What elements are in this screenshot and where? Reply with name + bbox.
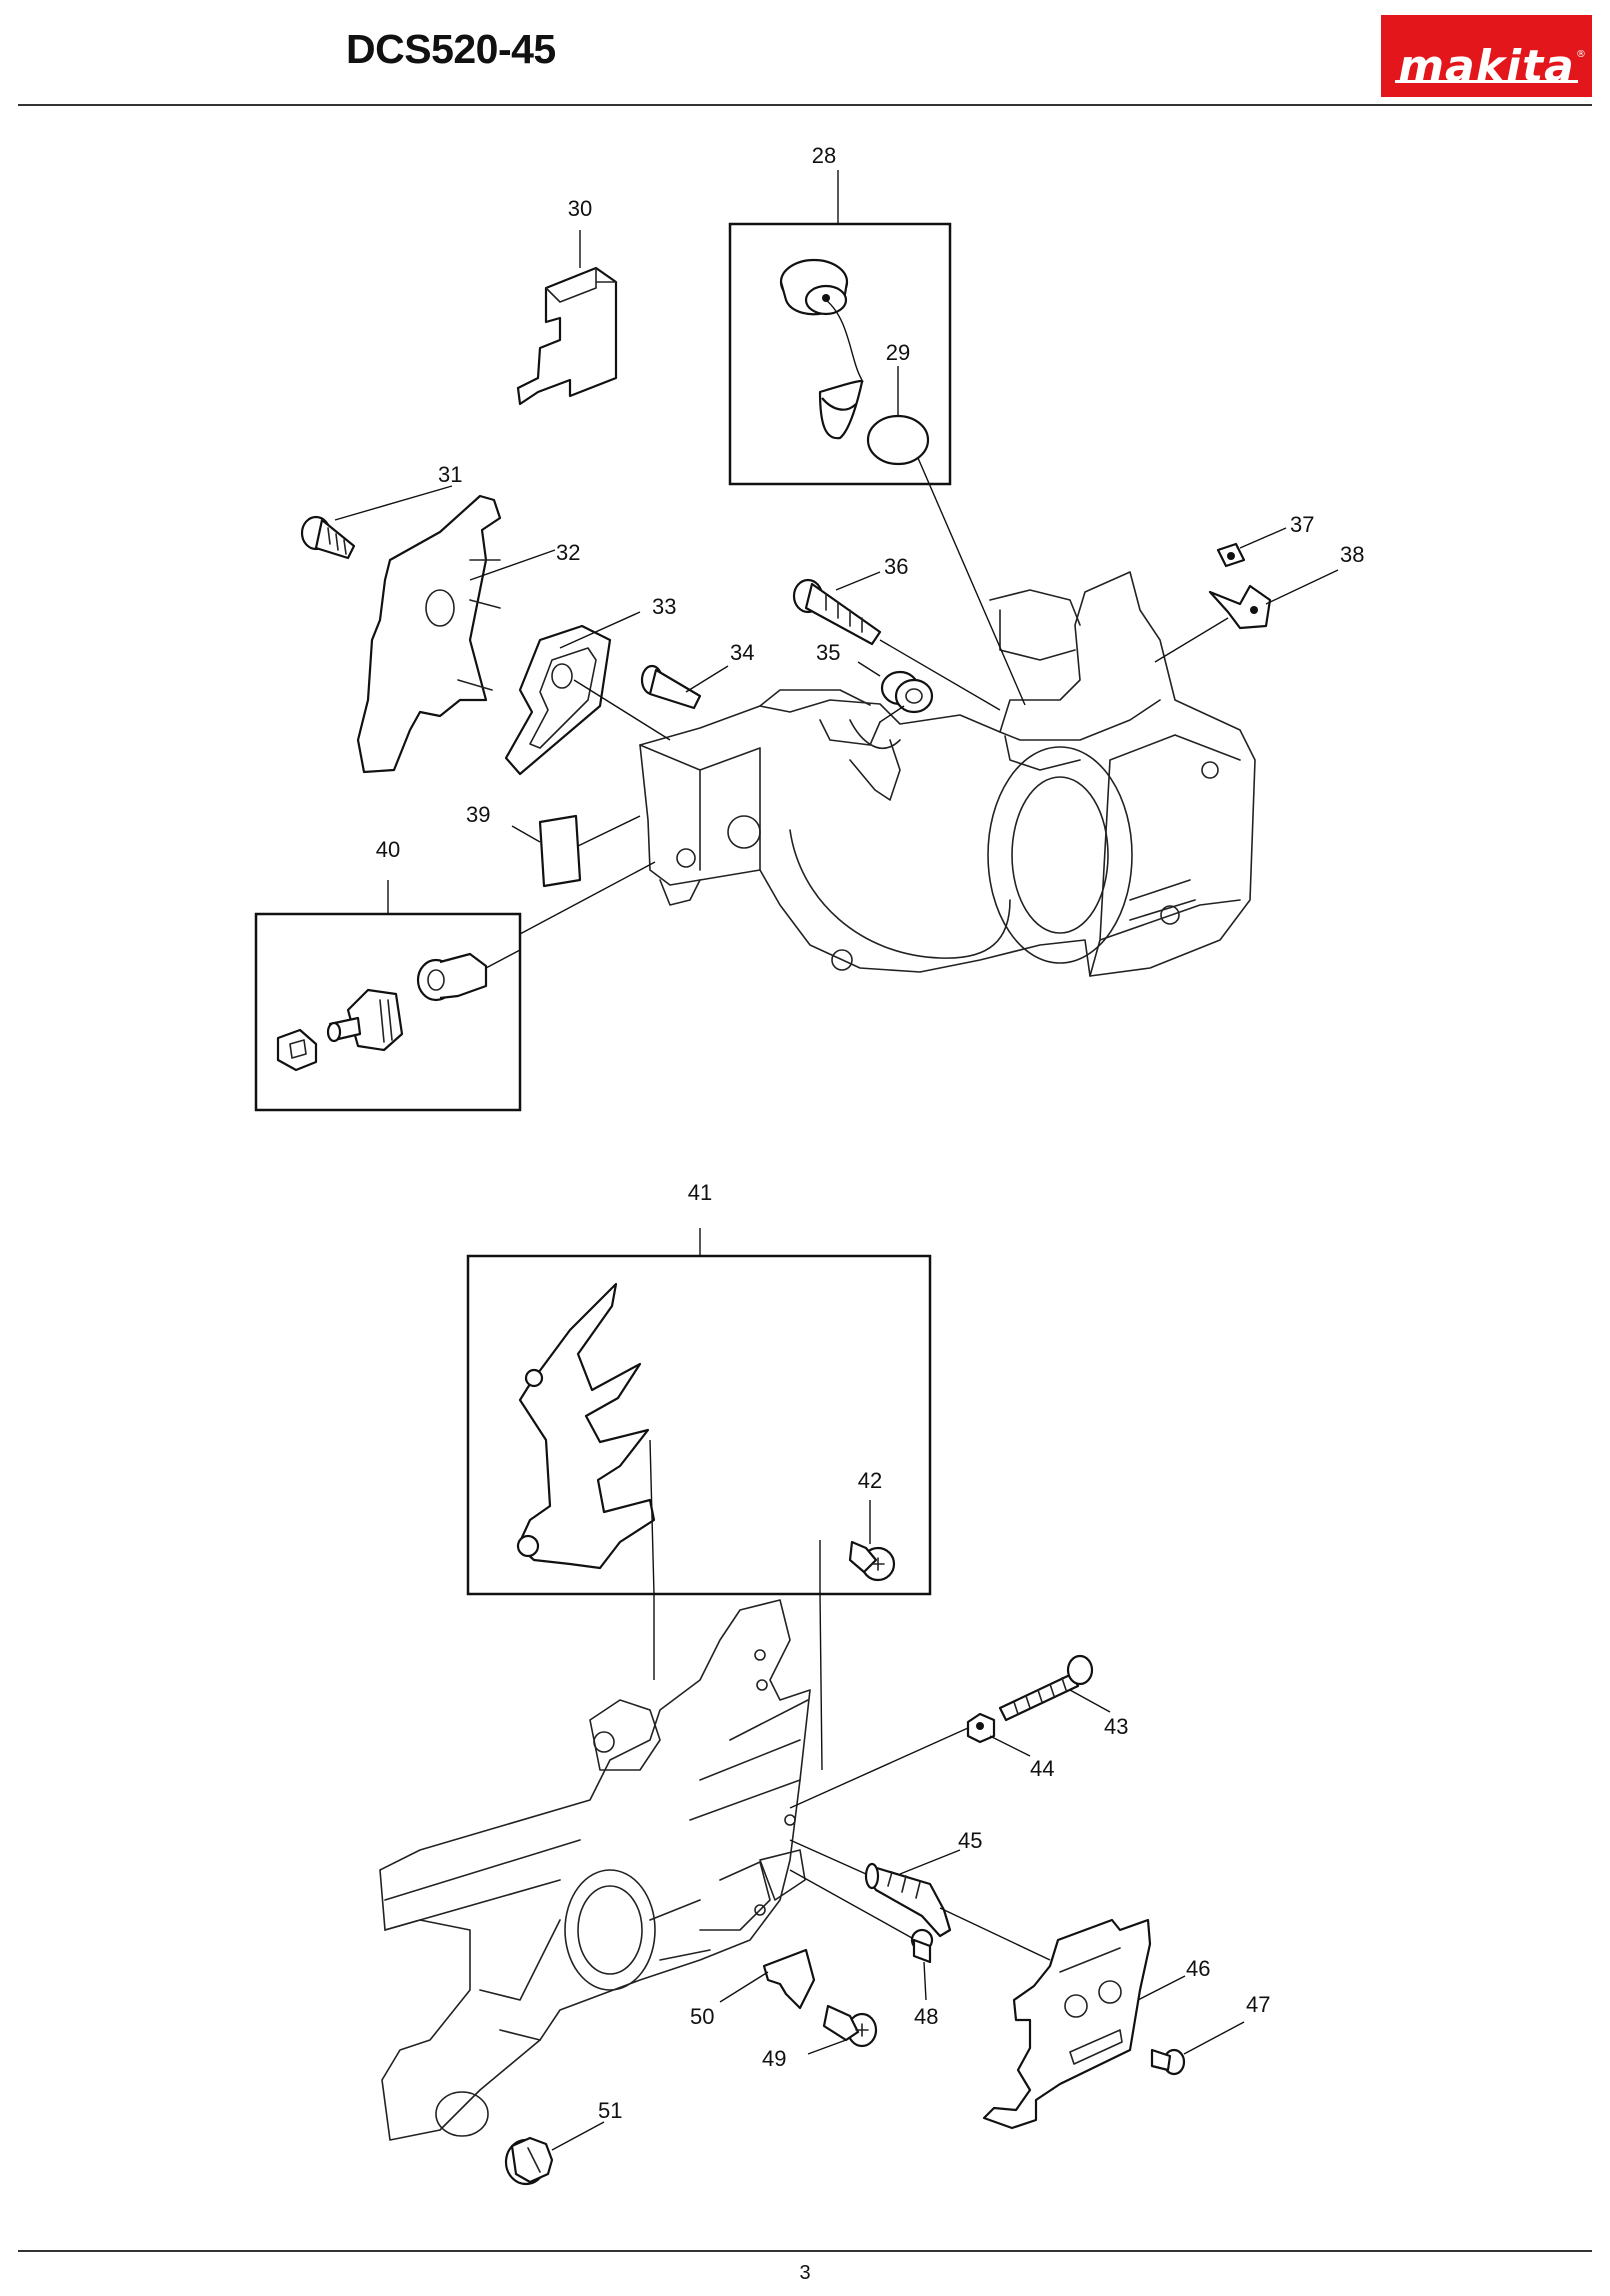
chain-brake-lever-41 [516,1282,656,1570]
logo-wordmark: makita [1398,41,1575,92]
registered-mark: ® [1576,49,1586,60]
callout-45: 45 [958,1828,982,1853]
callout-47: 47 [1246,1992,1270,2017]
callout-50: 50 [690,2004,714,2029]
callout-43: 43 [1104,1714,1128,1739]
makita-logo: makita ® [1381,15,1592,97]
bolt-36 [792,578,882,646]
stud-45 [864,1862,952,1938]
nut-37 [1216,542,1246,568]
plug-51 [504,2136,554,2186]
callout-39: 39 [466,802,490,827]
callout-box-28 [728,222,952,486]
crankcase [639,571,1256,977]
callout-36: 36 [884,554,908,579]
fuel-cap [779,258,864,440]
bolt-31 [300,515,356,560]
callout-38: 38 [1340,542,1364,567]
clip-50 [762,1948,816,2010]
cover-32 [356,494,502,774]
plate-30 [516,266,618,406]
callout-29: 29 [886,340,910,365]
screw-42 [848,1540,896,1582]
callout-42: 42 [858,1468,882,1493]
callout-37: 37 [1290,512,1314,537]
callout-49: 49 [762,2046,786,2071]
callout-51: 51 [598,2098,622,2123]
cap-gasket [866,414,930,466]
callout-48: 48 [914,2004,938,2029]
pad-39 [538,814,582,888]
handle-frame [379,1599,811,2141]
guide-plate-46 [982,1918,1152,2130]
bushing-35 [880,670,934,714]
callout-31: 31 [438,462,462,487]
footer-rule [18,2250,1592,2252]
callout-40: 40 [376,837,400,862]
nut-44 [966,1712,996,1744]
lever-pivot-top [524,1368,544,1388]
header-rule [18,104,1592,106]
callout-41: 41 [688,1180,712,1205]
screw-34 [640,664,702,710]
logo-underline [1395,80,1578,83]
callout-28: 28 [812,143,836,168]
gasket-33 [504,624,612,776]
nut-48 [910,1928,934,1964]
lever-pivot-bottom [516,1534,540,1558]
callout-32: 32 [556,540,580,565]
screw-49 [822,2004,878,2048]
page-number: 3 [799,2262,811,2284]
callout-44: 44 [1030,1756,1054,1781]
clip-38 [1208,584,1272,630]
valve-assembly-40 [276,952,488,1072]
callout-33: 33 [652,594,676,619]
screw-47 [1150,2048,1186,2076]
page-title: DCS520-45 [346,26,556,72]
callout-34: 34 [730,640,754,665]
callout-box-41 [466,1254,932,1596]
bolt-43 [998,1654,1094,1722]
callout-35: 35 [816,640,840,665]
callout-46: 46 [1186,1956,1210,1981]
callout-30: 30 [568,196,592,221]
